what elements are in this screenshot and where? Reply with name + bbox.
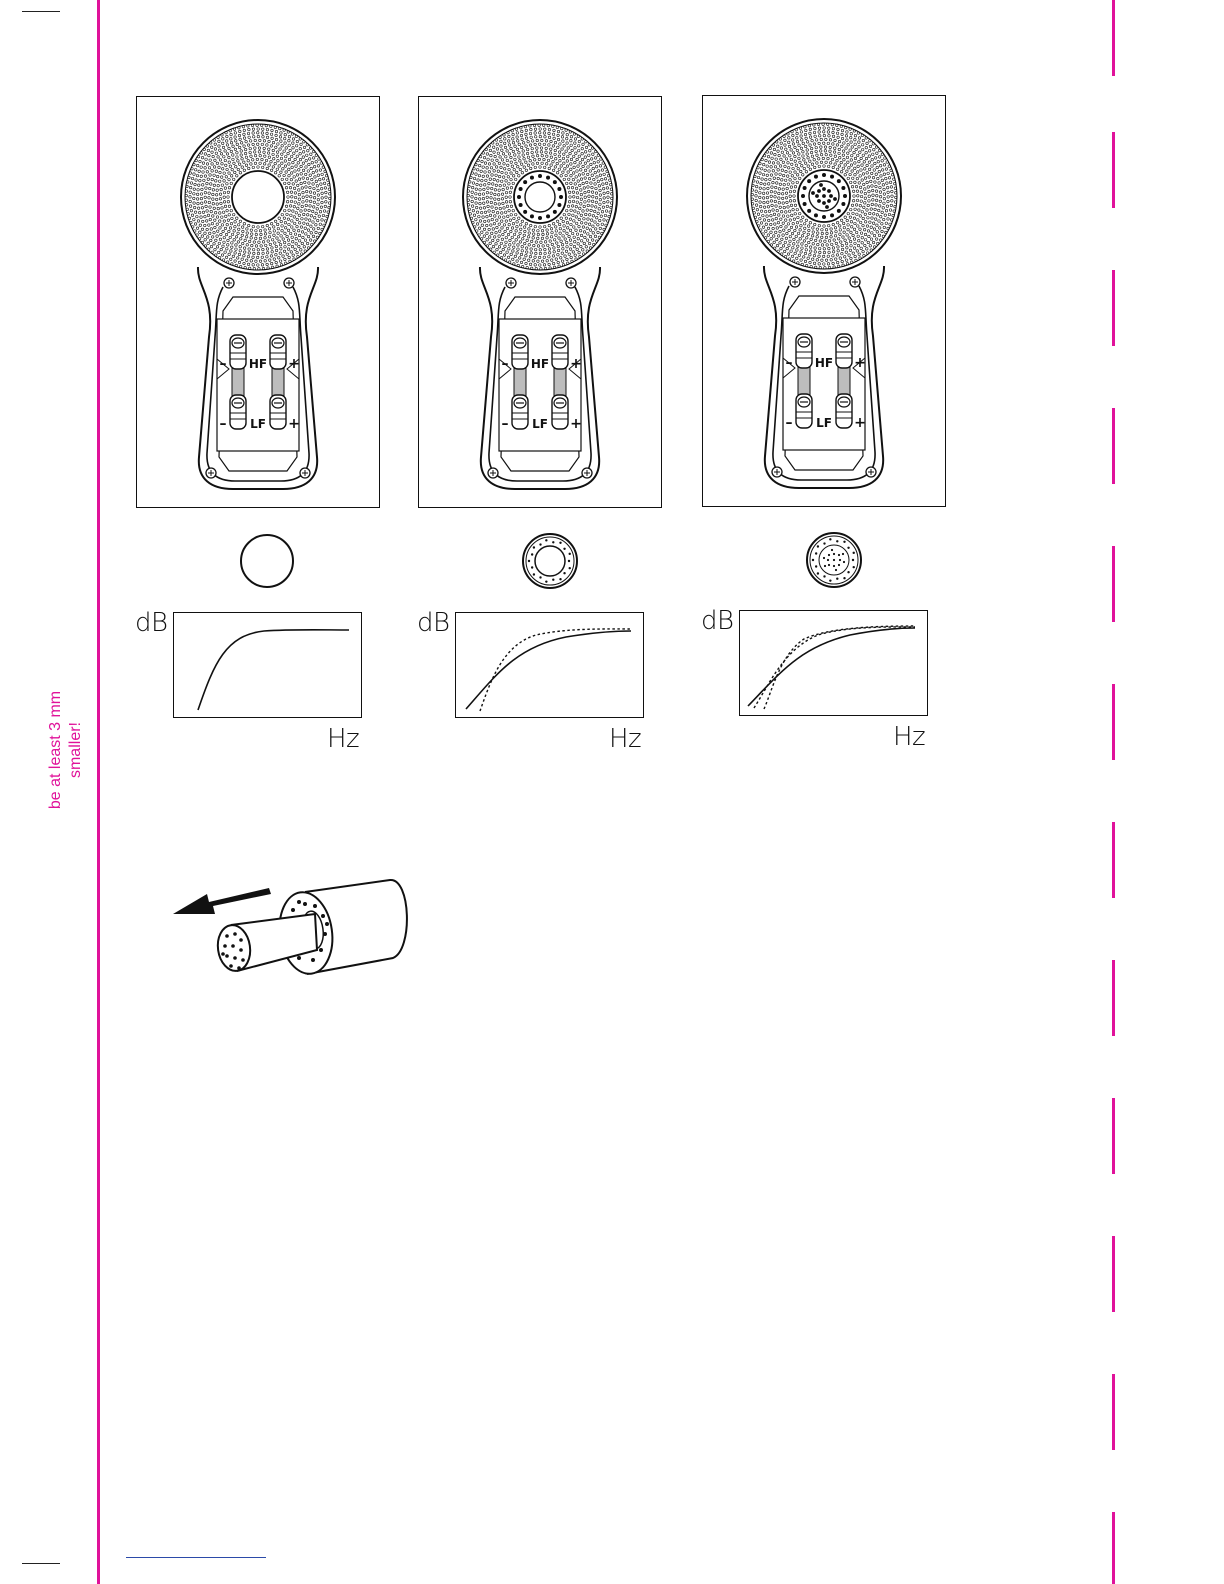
terminal-lf-label: LF xyxy=(250,417,266,431)
graph-1-ylabel: dB xyxy=(135,608,168,638)
trim-dash xyxy=(1112,132,1115,208)
terminal-minus-label: – xyxy=(786,355,793,371)
terminal-plus-label: + xyxy=(570,416,582,432)
graph-2-xlabel: Hz xyxy=(609,724,641,754)
graph-3 xyxy=(739,610,928,716)
crop-mark-bottom xyxy=(22,1563,60,1564)
terminal-minus-label: – xyxy=(502,356,509,372)
open-port-icon xyxy=(238,532,296,590)
ring-foam-plug-icon xyxy=(520,531,580,591)
trim-dash xyxy=(1112,1512,1115,1584)
graph-1-xlabel: Hz xyxy=(327,724,359,754)
terminal-minus-label: – xyxy=(220,416,227,432)
terminal-minus-label: – xyxy=(502,416,509,432)
graph-2-ylabel: dB xyxy=(417,608,450,638)
terminal-hf-label: HF xyxy=(249,357,267,371)
graph-1-plot xyxy=(174,613,361,717)
trim-dash xyxy=(1112,546,1115,622)
graph-2-curve-solid xyxy=(466,631,631,709)
graph-2 xyxy=(455,612,644,718)
trim-dash xyxy=(1112,960,1115,1036)
margin-note-line1: be at least 3 mm xyxy=(46,675,66,825)
graph-2-plot xyxy=(456,613,643,717)
crop-mark-top xyxy=(22,11,60,12)
speaker-rear-illustration-1: – HF + – LF + xyxy=(137,97,379,507)
speaker-rear-illustration-2: – HF + – LF + xyxy=(419,97,661,507)
terminal-minus-label: – xyxy=(786,415,793,431)
foam-plug-removal-illustration xyxy=(165,870,420,985)
graph-3-curve-solid xyxy=(748,628,915,706)
graph-1 xyxy=(173,612,362,718)
pull-arrow-icon xyxy=(173,888,271,914)
terminal-plus-label: + xyxy=(288,416,300,432)
terminal-lf-label: LF xyxy=(532,417,548,431)
terminal-plus-label: + xyxy=(854,355,866,371)
terminal-plus-label: + xyxy=(288,356,300,372)
graph-3-plot xyxy=(740,611,927,715)
terminal-plus-label: + xyxy=(570,356,582,372)
trim-dash xyxy=(1112,684,1115,760)
full-foam-plug-icon xyxy=(804,530,864,590)
trim-dash xyxy=(1112,822,1115,898)
trim-dash xyxy=(1112,270,1115,346)
graph-3-ylabel: dB xyxy=(701,606,734,636)
speaker-rear-illustration-3: – HF + – LF + xyxy=(703,96,945,506)
trim-dash xyxy=(1112,1374,1115,1450)
terminal-lf-label: LF xyxy=(816,416,832,430)
trim-dash xyxy=(1112,0,1115,76)
graph-3-xlabel: Hz xyxy=(893,722,925,752)
margin-note-line2: smaller! xyxy=(66,675,86,825)
speaker-rear-panel-2: – HF + – LF + xyxy=(418,96,662,508)
terminal-hf-label: HF xyxy=(815,356,833,370)
terminal-hf-label: HF xyxy=(531,357,549,371)
terminal-minus-label: – xyxy=(220,356,227,372)
trim-dash xyxy=(1112,1098,1115,1174)
trim-dash xyxy=(1112,408,1115,484)
graph-1-curve-solid xyxy=(198,630,349,710)
margin-rule xyxy=(97,0,100,1584)
speaker-rear-panel-3: – HF + – LF + xyxy=(702,95,946,507)
footer-rule xyxy=(126,1557,266,1558)
terminal-plus-label: + xyxy=(854,415,866,431)
speaker-rear-panel-1: – HF + – LF + xyxy=(136,96,380,508)
trim-dash xyxy=(1112,1236,1115,1312)
margin-note: be at least 3 mm smaller! xyxy=(46,675,86,825)
